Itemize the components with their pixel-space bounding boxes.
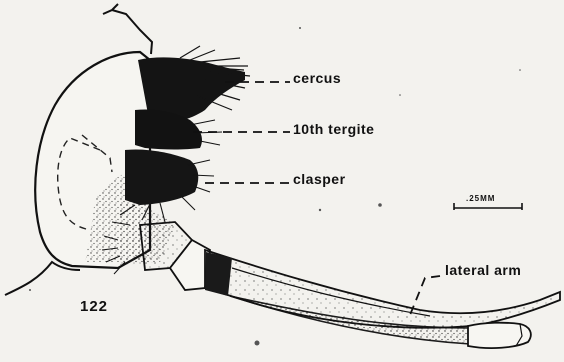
base-stalk <box>5 262 80 295</box>
scale-bar <box>454 203 522 210</box>
label-clasper: clasper <box>293 171 346 187</box>
scale-bar-label: .25MM <box>466 194 495 203</box>
top-bristle <box>103 4 152 54</box>
lateral-arm-tube <box>140 222 560 348</box>
figure-number: 122 <box>80 298 108 315</box>
label-tenth-tergite: 10th tergite <box>293 121 374 137</box>
label-lateral-arm: lateral arm <box>445 262 521 278</box>
label-cercus: cercus <box>293 70 341 86</box>
tenth-tergite-structure <box>135 109 222 149</box>
